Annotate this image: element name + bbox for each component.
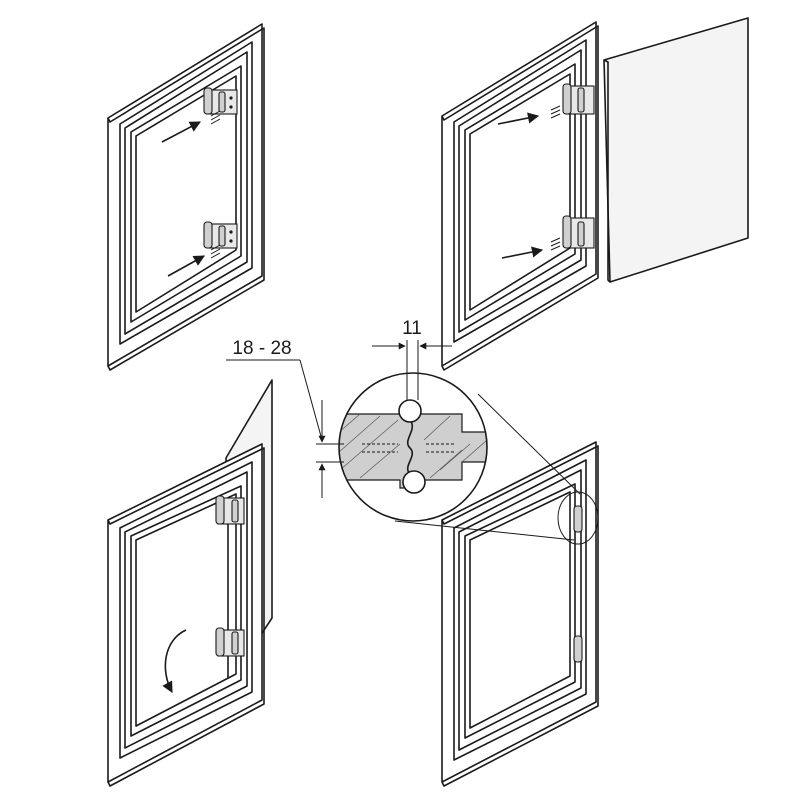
insert-arrow bbox=[501, 246, 544, 259]
rotate-arrow-icon bbox=[162, 629, 187, 693]
hinge-icon bbox=[203, 87, 238, 125]
hinge-icon bbox=[573, 505, 583, 533]
hinge-icon bbox=[550, 83, 595, 119]
hinge-detail-magnifier bbox=[338, 372, 488, 522]
thickness-dimension-label: 18 - 28 bbox=[232, 338, 291, 359]
door-panel bbox=[603, 17, 749, 283]
hinge-knuckle-bottom bbox=[402, 470, 426, 494]
thickness-dimension: 18 - 28 bbox=[226, 338, 344, 498]
insert-arrow bbox=[497, 112, 540, 125]
step1-frame-with-hinges bbox=[107, 23, 265, 371]
screw-icon bbox=[362, 443, 456, 453]
hinge-icon bbox=[215, 627, 245, 657]
hinge-knuckle-top bbox=[398, 399, 422, 423]
hinge-icon bbox=[215, 495, 245, 525]
gap-dimension-label: 11 bbox=[402, 318, 422, 339]
step2-frame-and-door bbox=[441, 17, 749, 371]
gap-dimension: 11 bbox=[372, 318, 452, 400]
insert-arrow bbox=[161, 121, 201, 143]
step3-door-swing bbox=[107, 379, 273, 787]
hinge-icon bbox=[550, 215, 595, 251]
insert-arrow bbox=[167, 255, 205, 277]
hinge-icon bbox=[203, 221, 238, 259]
hinge-icon bbox=[573, 635, 583, 663]
step4-door-closed bbox=[394, 393, 599, 787]
